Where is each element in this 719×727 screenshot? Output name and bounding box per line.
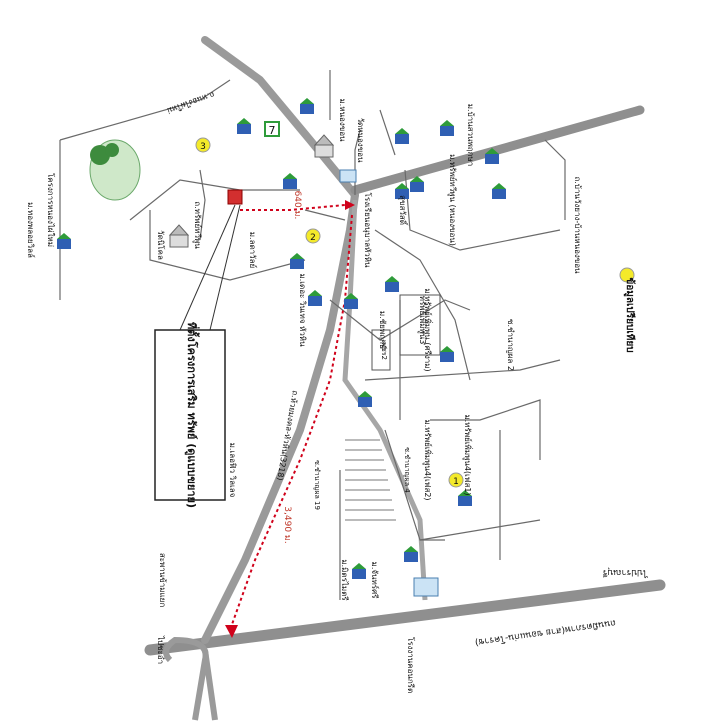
road-east bbox=[350, 105, 645, 195]
house-icon-20 bbox=[404, 546, 418, 562]
house-icon-15 bbox=[440, 346, 454, 362]
route-arrow-right bbox=[345, 200, 355, 210]
local-road-5 bbox=[199, 169, 206, 241]
route-dotted-short bbox=[240, 204, 346, 211]
block-phase3 bbox=[399, 294, 441, 356]
house-icon-5 bbox=[440, 120, 454, 136]
seven-label: 7 bbox=[269, 124, 276, 137]
house-icon-8 bbox=[410, 176, 424, 192]
local-road-4 bbox=[149, 210, 306, 281]
house-icon-4 bbox=[395, 128, 409, 144]
house-icon-12 bbox=[308, 290, 322, 306]
svg-text:2: 2 bbox=[310, 233, 316, 243]
comparison-marker-3 bbox=[195, 137, 211, 153]
local-road-17 bbox=[544, 139, 566, 220]
house-icon-3 bbox=[300, 98, 314, 114]
block-phet2 bbox=[371, 329, 391, 371]
house-icon-16 bbox=[358, 391, 372, 407]
house-icon-14 bbox=[385, 276, 399, 292]
road-north bbox=[201, 36, 359, 199]
house-icon-9 bbox=[395, 183, 409, 199]
local-road-19 bbox=[379, 109, 396, 156]
house-icon-6 bbox=[485, 148, 499, 164]
local-road-3 bbox=[129, 179, 300, 221]
legend-dot bbox=[619, 267, 635, 283]
house-icon-11 bbox=[290, 253, 304, 269]
svg-text:1: 1 bbox=[453, 477, 459, 487]
school-icon bbox=[339, 169, 357, 183]
road-3218 bbox=[201, 191, 359, 644]
temple-icon-watnikom bbox=[168, 224, 190, 248]
local-road-12 bbox=[430, 399, 541, 460]
house-icon-7 bbox=[492, 183, 506, 199]
comparison-marker-2 bbox=[305, 228, 321, 244]
local-road-6 bbox=[304, 209, 346, 221]
route-arrow-down bbox=[225, 625, 238, 638]
temple-icon-nongkhon bbox=[313, 134, 335, 158]
local-road-15 bbox=[374, 229, 471, 381]
bridge-structure bbox=[413, 577, 439, 597]
house-icon-10 bbox=[283, 173, 297, 189]
route-dotted-long bbox=[229, 214, 353, 631]
comparison-markers: 1 2 3 bbox=[195, 137, 464, 488]
road-network bbox=[59, 36, 666, 721]
main-highway bbox=[144, 579, 666, 656]
comparison-marker-1 bbox=[448, 472, 464, 488]
house-icon-1 bbox=[57, 233, 71, 249]
title-pointer bbox=[179, 204, 236, 331]
local-road-8 bbox=[364, 359, 561, 381]
title-box bbox=[154, 329, 226, 501]
road-soi bbox=[342, 199, 428, 601]
hatched-block bbox=[345, 439, 396, 521]
local-road-13 bbox=[419, 519, 541, 541]
project-square bbox=[227, 189, 243, 205]
interchange bbox=[163, 636, 209, 721]
local-road-7 bbox=[329, 299, 471, 341]
local-road-1 bbox=[59, 79, 231, 141]
local-road-16 bbox=[404, 169, 561, 251]
house-icon-19 bbox=[352, 563, 366, 579]
local-road-11 bbox=[384, 429, 445, 541]
road-sw-branch bbox=[202, 649, 218, 721]
house-icons bbox=[57, 98, 506, 579]
house-icon-2 bbox=[237, 118, 251, 134]
house-icon-13 bbox=[344, 293, 358, 309]
seven-eleven-icon bbox=[264, 121, 280, 137]
house-icon-17 bbox=[458, 490, 472, 506]
svg-text:3: 3 bbox=[200, 142, 206, 152]
